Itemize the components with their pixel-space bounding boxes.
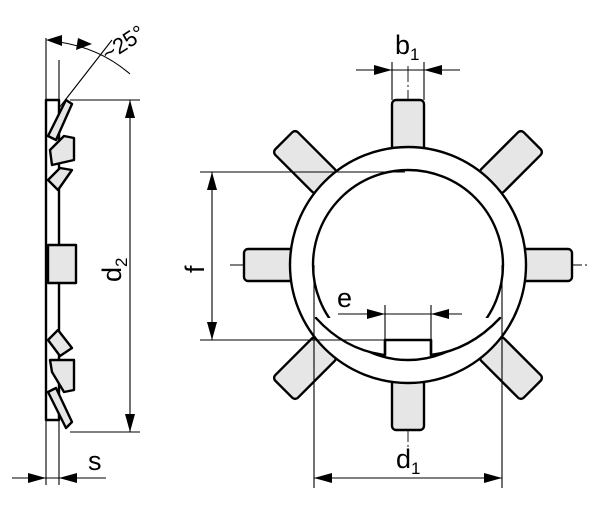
side-tab-middle [46,243,78,285]
side-tooth-upper [46,166,74,192]
d1-arrow-left [314,473,332,483]
d2-arrow-bottom [125,414,135,432]
teeth [242,98,574,432]
d2-arrow-top [125,100,135,118]
inner-tab [314,316,502,357]
side-view: ~25° d2 s [12,20,149,485]
b1-label: b1 [395,30,420,64]
side-tooth-bottom [48,358,76,394]
b1-arrow-left [374,65,392,75]
b1-arrow-right [424,65,442,75]
d2-label: d2 [97,258,131,283]
f-arrow-top [207,172,217,190]
f-label: f [180,265,210,273]
e-label: e [337,283,352,313]
front-view: b1 f e d1 [180,30,590,488]
inner-bore [311,168,505,362]
angle-arrow-left [46,35,62,46]
s-arrow-left [28,473,46,483]
angle-label: ~25° [97,20,149,66]
side-tooth-top [48,134,76,167]
side-tooth-lower [46,328,74,358]
d1-label: d1 [396,444,421,478]
angle-arrow-right [76,38,92,50]
side-tooth-bottom-outer [46,386,74,430]
angle-arc [58,41,131,75]
angle-reference-line [58,39,113,109]
side-tooth-top-outer [46,98,74,142]
e-arrow-right [431,309,449,319]
d1-arrow-right [484,473,502,483]
f-arrow-bottom [207,322,217,340]
s-label: s [88,446,102,476]
s-arrow-right [59,473,77,483]
e-arrow-left [367,309,385,319]
